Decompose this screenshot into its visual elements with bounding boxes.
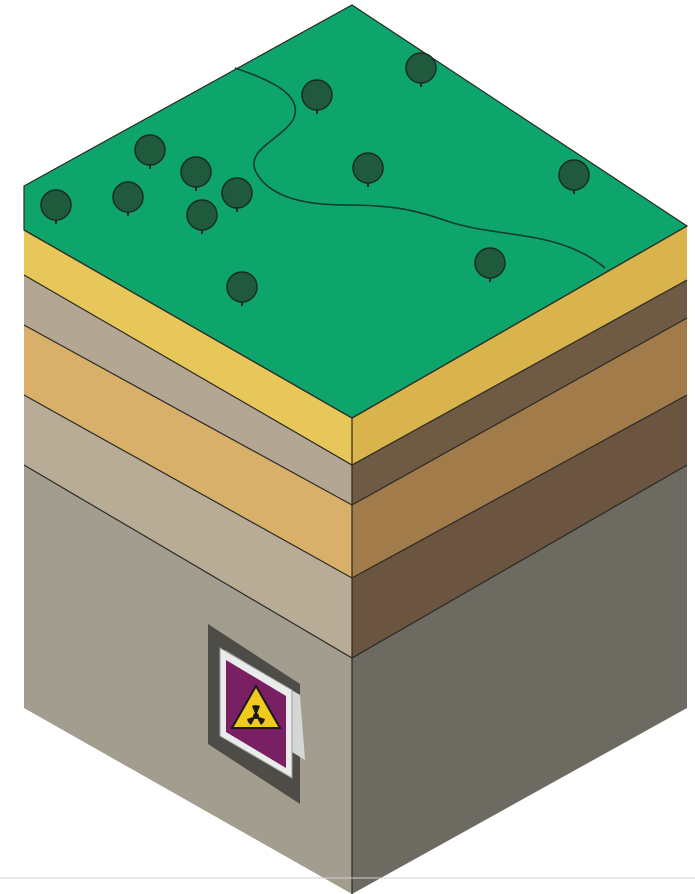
isometric-block: [0, 0, 695, 894]
geological-repository-diagram: [0, 0, 695, 894]
